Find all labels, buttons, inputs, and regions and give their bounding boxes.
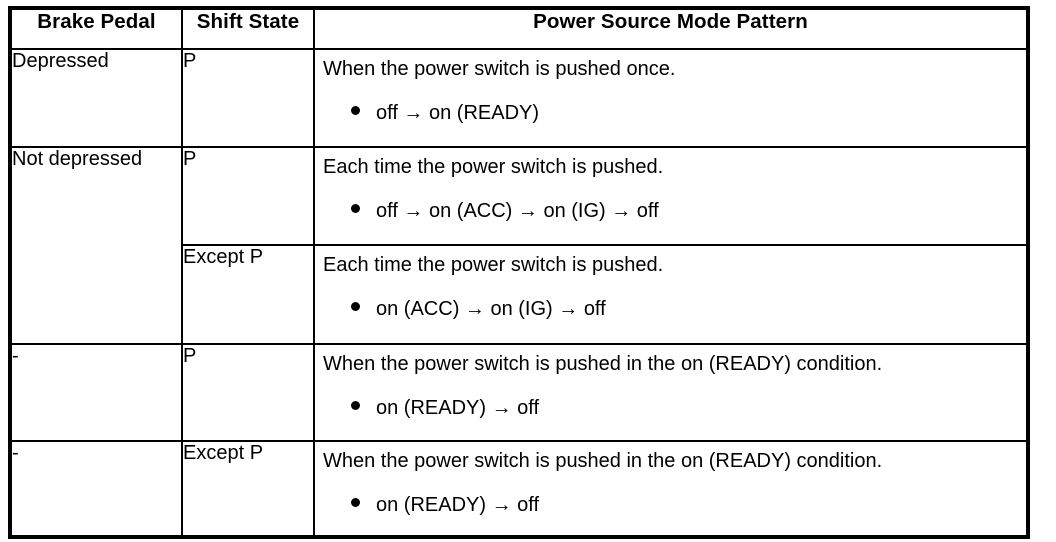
pattern-title: Each time the power switch is pushed. [323,254,664,276]
cell-shift-state: P [181,146,315,246]
pattern-title: Each time the power switch is pushed. [323,156,664,178]
pattern-bullet-text: on (READY) → off [376,397,540,419]
column-header-power-source-mode-pattern: Power Source Mode Pattern [313,7,1029,50]
cell-shift-state: Except P [181,244,315,345]
cell-shift-state: Except P [181,440,315,538]
pattern-bullet-item: off → on (ACC) → on (IG) → off [323,199,1026,223]
power-source-mode-pattern-table: Brake Pedal Shift State Power Source Mod… [8,6,1030,539]
pattern-bullet-text: on (READY) → off [376,494,540,516]
bullet-dot-icon [351,204,360,213]
pattern-bullet-text: on (ACC) → on (IG) → off [376,298,606,320]
table-row: Depressed P When the power switch is pus… [9,48,1029,148]
cell-shift-state: P [181,48,315,148]
table-row: - Except P When the power switch is push… [9,440,1029,538]
table-row: Not depressed P Each time the power swit… [9,146,1029,345]
cell-brake-pedal: - [9,343,183,442]
table-header-row: Brake Pedal Shift State Power Source Mod… [9,7,1029,50]
cell-pattern: When the power switch is pushed in the o… [313,440,1029,538]
bullet-dot-icon [351,401,360,410]
pattern-content: When the power switch is pushed in the o… [315,442,1026,535]
bullet-dot-icon [351,106,360,115]
cell-brake-pedal: - [9,440,183,538]
pattern-content: When the power switch is pushed in the o… [315,345,1026,440]
pattern-title: When the power switch is pushed in the o… [323,450,883,472]
cell-brake-pedal: Not depressed [9,146,183,345]
pattern-bullet-item: off → on (READY) [323,101,1026,125]
bullet-dot-icon [351,302,360,311]
cell-shift-state: P [181,343,315,442]
cell-pattern: Each time the power switch is pushed. on… [313,244,1029,345]
cell-pattern: When the power switch is pushed once. of… [313,48,1029,148]
pattern-title: When the power switch is pushed in the o… [323,353,883,375]
pattern-title: When the power switch is pushed once. [323,58,676,80]
pattern-bullet-item: on (READY) → off [323,493,1026,517]
pattern-bullet-item: on (ACC) → on (IG) → off [323,297,1026,321]
pattern-bullet-text: off → on (READY) [376,102,540,124]
table-row: - P When the power switch is pushed in t… [9,343,1029,442]
pattern-bullet-item: on (READY) → off [323,396,1026,420]
pattern-content: When the power switch is pushed once. of… [315,50,1026,146]
table-row: Except P Each time the power switch is p… [10,244,1029,345]
bullet-dot-icon [351,498,360,507]
pattern-content: Each time the power switch is pushed. on… [315,246,1026,343]
column-header-brake-pedal: Brake Pedal [9,7,183,50]
column-header-shift-state: Shift State [181,7,315,50]
pattern-bullet-text: off → on (ACC) → on (IG) → off [376,200,659,222]
pattern-content: Each time the power switch is pushed. of… [315,148,1026,244]
cell-pattern: Each time the power switch is pushed. of… [313,146,1029,246]
cell-pattern: When the power switch is pushed in the o… [313,343,1029,442]
cell-brake-pedal: Depressed [9,48,183,148]
